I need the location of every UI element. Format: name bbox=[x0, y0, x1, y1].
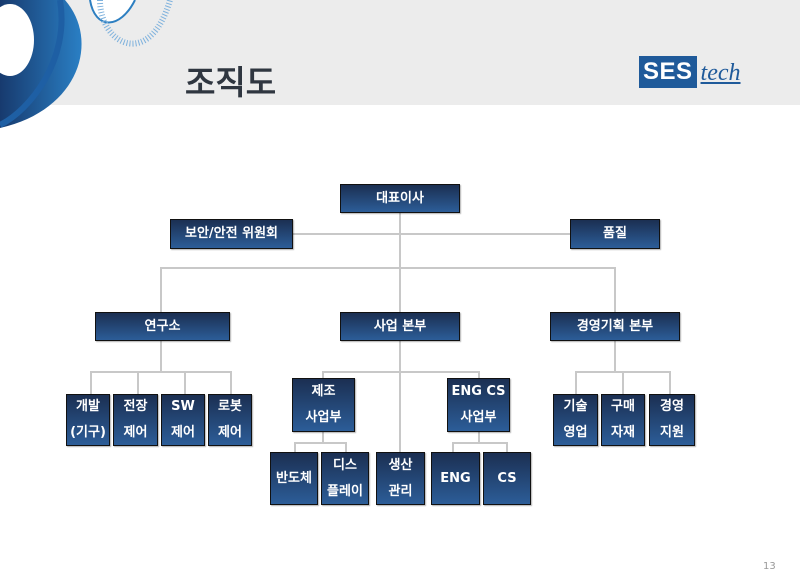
org-box-safety-committee: 보안/안전 위원회 bbox=[170, 219, 293, 249]
org-box-business-hq: 사업 본부 bbox=[340, 312, 460, 341]
connector bbox=[506, 442, 508, 452]
company-logo: SES tech bbox=[639, 56, 741, 88]
connector bbox=[478, 432, 480, 443]
connector bbox=[399, 371, 401, 452]
org-box-sw-control: SW 제어 bbox=[161, 394, 205, 446]
org-box-purchasing: 구매 자재 bbox=[601, 394, 645, 446]
connector bbox=[137, 371, 139, 394]
org-box-management-hq: 경영기획 본부 bbox=[550, 312, 680, 341]
connector bbox=[294, 442, 347, 444]
connector bbox=[160, 267, 616, 269]
org-box-display: 디스 플레이 bbox=[321, 452, 369, 505]
connector bbox=[90, 371, 232, 373]
logo-ses: SES bbox=[639, 56, 697, 88]
org-box-production-mgmt: 생산 관리 bbox=[376, 452, 425, 505]
connector bbox=[294, 442, 296, 452]
connector bbox=[322, 432, 324, 443]
connector bbox=[293, 233, 570, 235]
org-box-management-support: 경영 지원 bbox=[649, 394, 695, 446]
connector bbox=[622, 371, 624, 394]
org-box-electrical-control: 전장 제어 bbox=[113, 394, 158, 446]
connector bbox=[184, 371, 186, 394]
connector bbox=[322, 371, 324, 378]
org-box-quality: 품질 bbox=[570, 219, 660, 249]
org-box-engcs-division: ENG CS 사업부 bbox=[447, 378, 510, 432]
connector bbox=[452, 442, 454, 452]
org-box-dev-mech: 개발 (기구) bbox=[66, 394, 110, 446]
connector bbox=[669, 371, 671, 394]
connector bbox=[160, 341, 162, 372]
org-box-robot-control: 로봇 제어 bbox=[208, 394, 252, 446]
org-box-mfg-division: 제조 사업부 bbox=[292, 378, 355, 432]
connector bbox=[230, 371, 232, 394]
org-box-eng: ENG bbox=[431, 452, 480, 505]
connector bbox=[614, 341, 616, 372]
decorative-swirl-icon bbox=[0, 0, 173, 128]
org-box-rnd: 연구소 bbox=[95, 312, 230, 341]
logo-tech: tech bbox=[700, 60, 741, 86]
connector bbox=[345, 442, 347, 452]
page-title: 조직도 bbox=[185, 63, 277, 102]
connector bbox=[478, 371, 480, 378]
org-box-cs: CS bbox=[483, 452, 531, 505]
page-number: 13 bbox=[763, 561, 776, 572]
org-box-tech-sales: 기술 영업 bbox=[553, 394, 598, 446]
connector bbox=[399, 213, 401, 373]
connector bbox=[452, 442, 508, 444]
org-box-ceo: 대표이사 bbox=[340, 184, 460, 213]
connector bbox=[160, 267, 162, 312]
connector bbox=[614, 267, 616, 312]
connector bbox=[575, 371, 577, 394]
connector bbox=[322, 371, 480, 373]
connector bbox=[90, 371, 92, 394]
org-box-semiconductor: 반도체 bbox=[270, 452, 318, 505]
